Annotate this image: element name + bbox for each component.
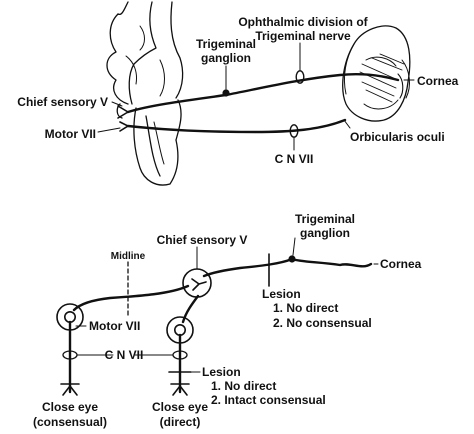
bottom-pointer-lines xyxy=(75,237,379,373)
motor-nerve-path xyxy=(126,118,347,134)
sensory-nucleus-fork xyxy=(117,105,129,119)
cn7-nerve-marker xyxy=(289,124,299,138)
chief-sensory-neuron xyxy=(191,278,207,291)
midline-label: Midline xyxy=(111,251,146,262)
muscle-end-left xyxy=(60,383,80,396)
contralateral-relay xyxy=(72,284,190,312)
cornea-label: Cornea xyxy=(417,74,459,88)
afferent-nerve xyxy=(202,257,373,278)
lesion-1-title: Lesion xyxy=(262,287,301,301)
trigeminal-ganglion-dot-bottom xyxy=(288,255,296,263)
cn7-label-top: C N VII xyxy=(275,152,314,166)
motor-vii-neuron-left xyxy=(64,310,77,323)
close-eye-left-line2: (consensual) xyxy=(33,415,107,429)
trigeminal-ganglion-label-line2-bottom: ganglion xyxy=(300,226,350,240)
cn7-label-bottom: C N VII xyxy=(105,348,144,362)
brainstem-illustration xyxy=(106,1,184,186)
trigeminal-ganglion-label-line1-bottom: Trigeminal xyxy=(295,212,355,226)
chief-sensory-label: Chief sensory V xyxy=(17,95,108,109)
close-eye-right-line2: (direct) xyxy=(160,415,201,429)
bottom-panel xyxy=(56,237,379,396)
eye-illustration xyxy=(342,25,411,122)
motor-nucleus-fork xyxy=(119,121,129,132)
motor-vii-label: Motor VII xyxy=(45,127,96,141)
trigeminal-ganglion-label-line2: ganglion xyxy=(201,51,251,65)
lesion-2-title: Lesion xyxy=(202,365,241,379)
lesion-1-item-2: 2. No consensual xyxy=(273,316,372,330)
trigeminal-ganglion-dot xyxy=(222,89,230,97)
orbicularis-oculi-label: Orbicularis oculi xyxy=(350,130,445,144)
chief-sensory-label-bottom: Chief sensory V xyxy=(157,233,248,247)
lesion-2-item-2: 2. Intact consensual xyxy=(211,393,326,407)
sensory-nerve-path xyxy=(126,73,400,114)
ophthalmic-nerve-marker xyxy=(295,70,305,84)
ophthalmic-label-line1: Ophthalmic division of xyxy=(238,15,368,29)
lesion-1-item-1: 1. No direct xyxy=(273,301,338,315)
motor-vii-neuron-right xyxy=(174,323,187,336)
ophthalmic-label-line2: Trigeminal nerve xyxy=(255,29,351,43)
muscle-end-right xyxy=(170,383,190,396)
top-panel xyxy=(97,1,415,186)
close-eye-left-line1: Close eye xyxy=(42,400,98,414)
close-eye-right-line1: Close eye xyxy=(152,400,208,414)
top-pointer-lines xyxy=(97,42,415,151)
cornea-label-bottom: Cornea xyxy=(380,257,422,271)
ipsilateral-relay xyxy=(181,294,200,324)
trigeminal-ganglion-label-line1: Trigeminal xyxy=(196,37,256,51)
lesion-2-item-1: 1. No direct xyxy=(211,379,276,393)
motor-vii-label-bottom: Motor VII xyxy=(89,319,140,333)
